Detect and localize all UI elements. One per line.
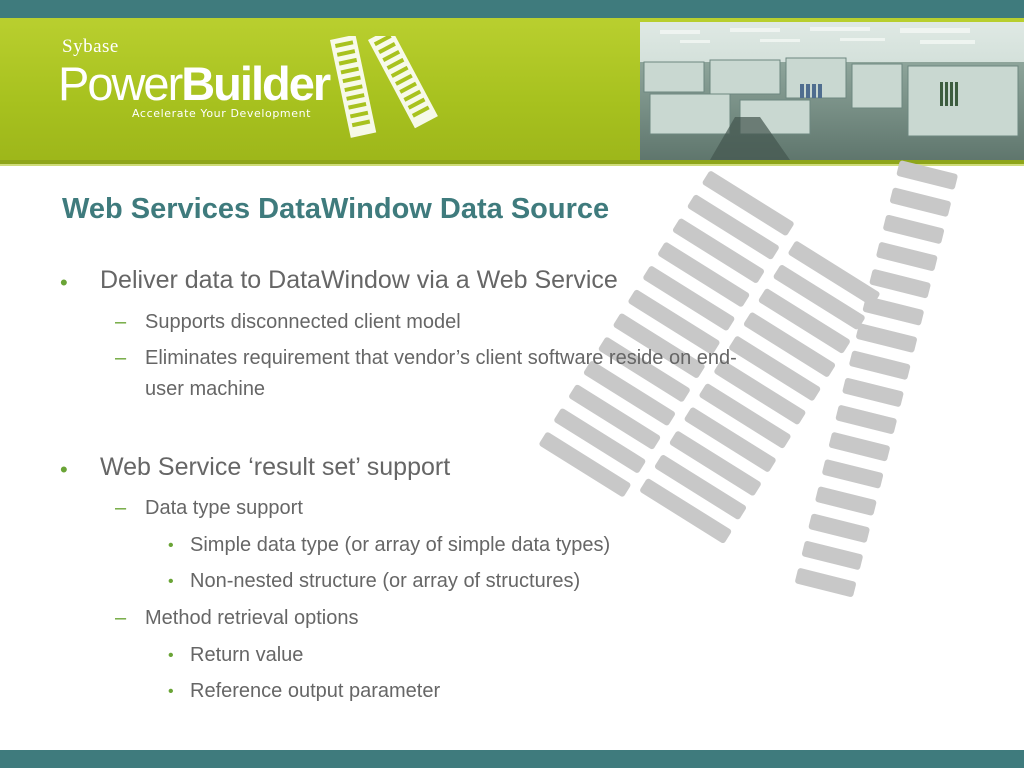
sub-sub-bullet-2-2-2: Reference output parameter <box>190 680 441 702</box>
sybase-logo-text: Sybase <box>62 36 119 58</box>
dot-marker: • <box>168 647 174 664</box>
sub-bullet-1-1: Supports disconnected client model <box>145 311 461 333</box>
dash-marker: – <box>115 347 127 369</box>
powerbuilder-logo: PowerBuilder <box>58 57 331 110</box>
slide-title: Web Services DataWindow Data Source <box>62 193 610 225</box>
bullet-2: Web Service ‘result set’ support <box>100 453 451 481</box>
sub-bullet-2-1: Data type support <box>145 497 303 519</box>
sub-sub-bullet-2-1-1: Simple data type (or array of simple dat… <box>190 534 611 556</box>
banner-divider <box>0 160 1024 164</box>
top-bar <box>0 0 1024 18</box>
bullet-marker: • <box>60 270 68 295</box>
sub-bullet-1-2-continued: user machine <box>145 378 266 400</box>
logo-builder: Builder <box>181 57 331 110</box>
tagline: Accelerate Your Development <box>132 107 312 120</box>
tire-tracks-watermark-icon <box>539 160 958 597</box>
dot-marker: • <box>168 573 174 590</box>
logo-power: Power <box>58 57 183 110</box>
banner-highlight <box>0 164 1024 166</box>
dash-marker: – <box>115 311 127 333</box>
bullet-marker: • <box>60 457 68 482</box>
sub-bullet-1-2: Eliminates requirement that vendor’s cli… <box>145 347 737 369</box>
tire-tracks-logo-icon <box>330 36 438 138</box>
dash-marker: – <box>115 607 127 629</box>
sybase-wordmark: Sybase <box>62 36 119 57</box>
sub-sub-bullet-2-1-2: Non-nested structure (or array of struct… <box>190 570 581 592</box>
sub-sub-bullet-2-2-1: Return value <box>190 644 304 666</box>
sub-bullet-2-2: Method retrieval options <box>145 607 359 629</box>
bullet-1: Deliver data to DataWindow via a Web Ser… <box>100 266 618 294</box>
dot-marker: • <box>168 537 174 554</box>
dot-marker: • <box>168 683 174 700</box>
dash-marker: – <box>115 497 127 519</box>
office-cubicles-photo <box>640 22 1024 160</box>
bottom-bar <box>0 750 1024 768</box>
